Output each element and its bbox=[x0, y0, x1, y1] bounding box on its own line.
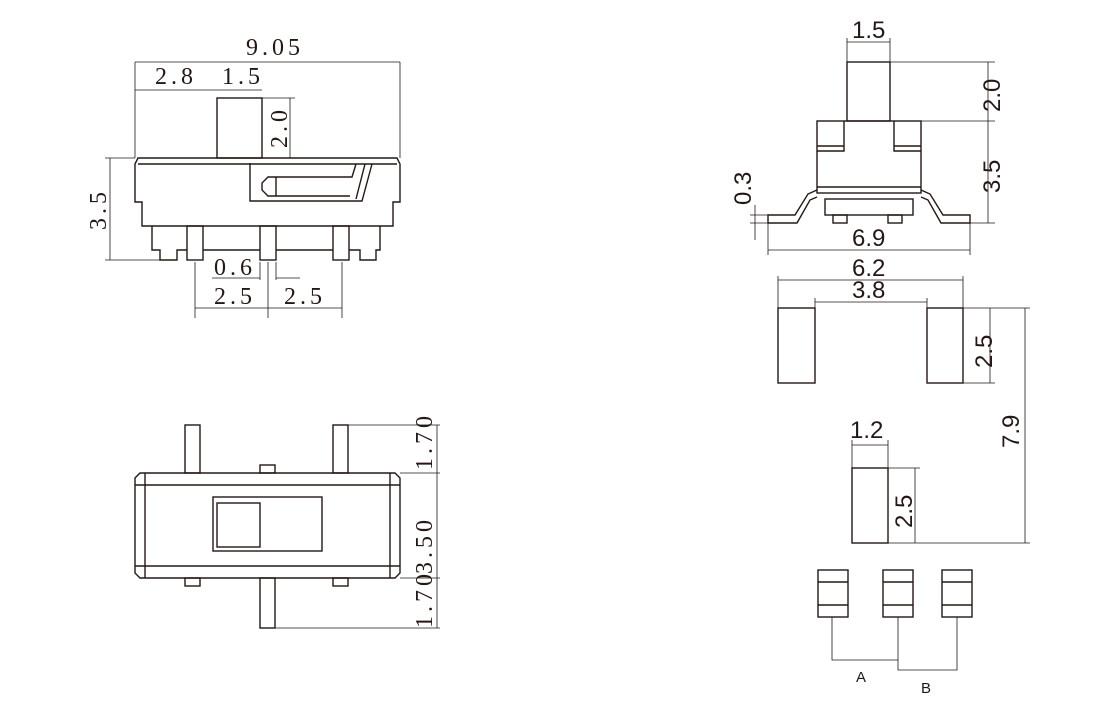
dim-body: 3.50 bbox=[412, 516, 438, 574]
dim-body-height: 3.5 bbox=[86, 188, 112, 230]
dim-actuator-width: 1.5 bbox=[222, 64, 264, 90]
side-view: 9.05 2.8 1.5 2.0 3.5 0.6 2.5 2.5 bbox=[86, 35, 401, 318]
contact-label-a: A bbox=[856, 669, 866, 686]
dim-pitch-left: 2.5 bbox=[214, 284, 256, 310]
dim-inner-span: 3.8 bbox=[852, 277, 885, 304]
dim-actuator-height: 2.0 bbox=[267, 106, 293, 148]
dim-overall-width: 9.05 bbox=[246, 35, 304, 61]
dim-front-actuator-height: 2.0 bbox=[979, 79, 1006, 112]
dim-front-actuator-width: 1.5 bbox=[852, 17, 885, 44]
dim-front-body-height: 3.5 bbox=[979, 160, 1006, 193]
dim-outer-span: 6.2 bbox=[852, 255, 885, 282]
dim-center-pad-width: 1.2 bbox=[850, 417, 883, 444]
dim-total-height: 7.9 bbox=[998, 415, 1025, 448]
pcb-footprint: 6.2 3.8 2.5 7.9 1.2 2.5 bbox=[777, 255, 1030, 544]
dim-pin-bottom: 1.70 bbox=[412, 570, 438, 628]
dim-front-overall-width: 6.9 bbox=[852, 225, 885, 252]
dim-pin-top: 1.70 bbox=[412, 412, 438, 470]
dim-pitch-right: 2.5 bbox=[284, 284, 326, 310]
front-view: 1.5 2.0 3.5 0.3 6.9 bbox=[730, 17, 1006, 255]
dim-lead-thickness: 0.3 bbox=[730, 172, 757, 205]
dim-center-pad-height: 2.5 bbox=[891, 495, 918, 528]
dim-pad-height: 2.5 bbox=[971, 335, 998, 368]
circuit-schematic: A B bbox=[817, 569, 973, 697]
dim-offset: 2.8 bbox=[155, 64, 197, 90]
bottom-view: 1.70 3.50 1.70 bbox=[134, 412, 440, 629]
contact-label-b: B bbox=[921, 680, 931, 697]
dim-pin-width: 0.6 bbox=[214, 255, 256, 281]
